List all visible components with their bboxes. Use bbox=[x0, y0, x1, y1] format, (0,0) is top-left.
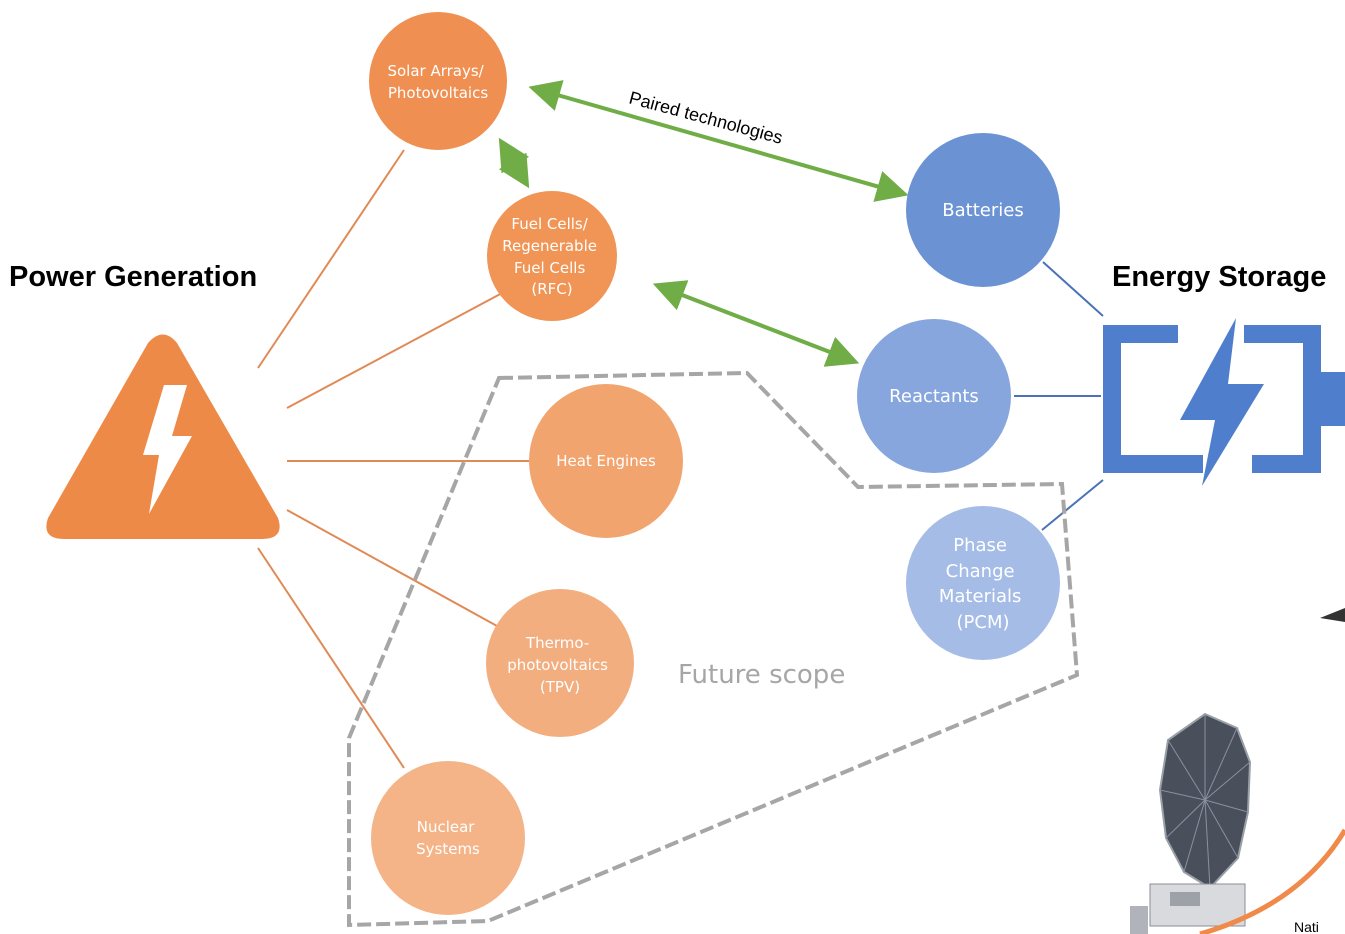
node-label-line: (PCM) bbox=[957, 612, 1010, 633]
node-label: Batteries bbox=[942, 200, 1023, 221]
connector-fuel-cells bbox=[286, 291, 505, 409]
node-circle bbox=[906, 133, 1060, 287]
storage-node-reactants: Reactants bbox=[857, 319, 1011, 473]
generation-connectors bbox=[257, 149, 529, 769]
node-label-line: Fuel Cells bbox=[514, 259, 586, 277]
node-label: Thermo- photovoltaics (TPV) bbox=[507, 634, 613, 696]
node-circle bbox=[369, 12, 507, 150]
node-label-line: Heat Engines bbox=[556, 452, 656, 470]
generation-node-nuclear: Nuclear Systems bbox=[371, 761, 525, 915]
node-label-line: (RFC) bbox=[531, 280, 572, 298]
node-circle bbox=[487, 191, 617, 321]
connector-solar bbox=[257, 149, 405, 369]
node-label-line: Change bbox=[946, 561, 1015, 582]
node-label: Nuclear Systems bbox=[416, 818, 480, 858]
generation-node-solar: Solar Arrays/ Photovoltaics bbox=[369, 12, 507, 150]
storage-node-batteries: Batteries bbox=[906, 133, 1060, 287]
node-label-line: Regenerable bbox=[502, 237, 597, 255]
node-circle bbox=[529, 384, 683, 538]
rover-solar-array-image: Nati bbox=[1130, 608, 1345, 934]
node-label-line: Materials bbox=[939, 586, 1022, 607]
lightning-warning-triangle-icon bbox=[46, 334, 280, 539]
energy-storage-heading: Energy Storage bbox=[1112, 261, 1326, 293]
connector-batteries bbox=[1042, 261, 1104, 317]
paired-arrows bbox=[498, 80, 909, 367]
power-generation-heading: Power Generation bbox=[9, 261, 257, 293]
node-circle bbox=[371, 761, 525, 915]
node-label: Reactants bbox=[889, 386, 979, 407]
connector-pcm bbox=[1041, 479, 1104, 531]
node-label-line: Nuclear bbox=[417, 818, 476, 836]
node-label-line: Photovoltaics bbox=[388, 84, 488, 102]
node-circle bbox=[857, 319, 1011, 473]
storage-connectors bbox=[1014, 261, 1104, 531]
storage-node-pcm: Phase Change Materials (PCM) bbox=[906, 506, 1060, 660]
node-label-line: (TPV) bbox=[540, 678, 580, 696]
paired-arrow-solar-batteries bbox=[528, 80, 909, 202]
node-circle bbox=[486, 589, 634, 737]
node-label: Fuel Cells/ Regenerable Fuel Cells (RFC) bbox=[502, 215, 602, 298]
node-label-line: Reactants bbox=[889, 386, 979, 407]
generation-node-heat-engines: Heat Engines bbox=[529, 384, 683, 538]
generation-node-tpv: Thermo- photovoltaics (TPV) bbox=[486, 589, 634, 737]
battery-lightning-icon bbox=[1103, 318, 1345, 486]
generation-node-fuel-cells: Fuel Cells/ Regenerable Fuel Cells (RFC) bbox=[487, 191, 617, 321]
node-label: Solar Arrays/ Photovoltaics bbox=[387, 62, 488, 102]
node-label: Phase Change Materials (PCM) bbox=[939, 535, 1027, 633]
node-label-line: Thermo- bbox=[525, 634, 589, 652]
node-label-line: Systems bbox=[416, 840, 480, 858]
node-circle bbox=[906, 506, 1060, 660]
future-scope-label: Future scope bbox=[678, 660, 845, 690]
paired-arrow-solar-fuel-cells bbox=[498, 137, 530, 189]
paired-arrow-fuel-cells-reactants bbox=[652, 280, 860, 367]
connector-nuclear bbox=[257, 547, 405, 769]
node-label-line: Batteries bbox=[942, 200, 1023, 221]
node-label-line: Fuel Cells/ bbox=[511, 215, 588, 233]
node-label: Heat Engines bbox=[556, 452, 656, 470]
node-label-line: Solar Arrays/ bbox=[387, 62, 484, 80]
node-label-line: photovoltaics bbox=[507, 656, 608, 674]
node-label-line: Phase bbox=[953, 535, 1007, 556]
future-scope-boundary bbox=[347, 370, 1080, 928]
photo-caption: Nati bbox=[1294, 919, 1319, 934]
connector-tpv bbox=[286, 509, 498, 627]
